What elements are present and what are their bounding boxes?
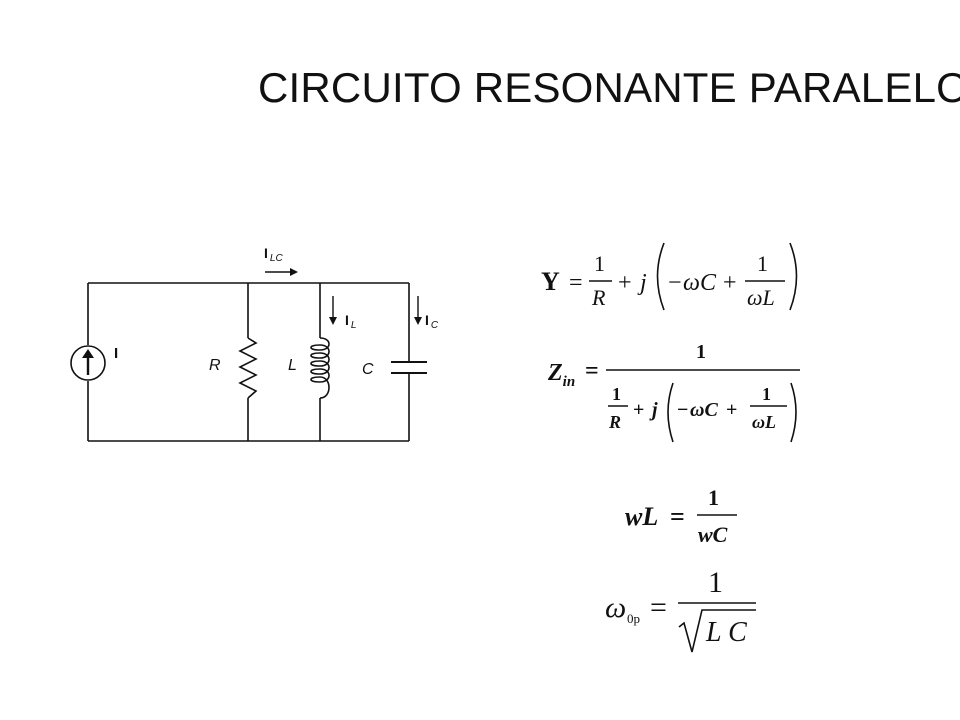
svg-text:+: +: [618, 270, 632, 296]
svg-text:1: 1: [594, 251, 605, 276]
source-label: I: [114, 345, 118, 362]
circuit-wires: [87, 282, 410, 442]
svg-text:1: 1: [612, 384, 621, 404]
svg-text:=: =: [670, 502, 685, 531]
svg-text:Y: Y: [541, 267, 560, 296]
svg-text:1: 1: [762, 384, 771, 404]
svg-text:1: 1: [708, 485, 719, 510]
current-c-arrow-icon: [414, 296, 422, 325]
svg-text:=: =: [585, 358, 599, 384]
capacitor-icon: [391, 361, 427, 374]
svg-text:L C: L C: [705, 617, 747, 648]
svg-text:+: +: [726, 399, 737, 421]
svg-text:ωC: ωC: [690, 399, 718, 421]
svg-text:ωL: ωL: [747, 285, 775, 310]
svg-text:+: +: [723, 270, 737, 296]
resistor-icon: [238, 337, 258, 399]
svg-text:−: −: [677, 399, 688, 421]
impedance-equation: Zin = 1 1 R + j − ωC + 1 ωL: [547, 341, 800, 443]
left-paren-icon: [656, 242, 665, 311]
left-paren-icon: [667, 382, 674, 443]
inductor-icon: [310, 337, 330, 399]
current-source-icon: [70, 345, 106, 381]
svg-text:+: +: [633, 399, 644, 421]
page-title: CIRCUITO RESONANTE PARALELO: [258, 64, 960, 111]
svg-text:ω: ω: [605, 591, 626, 624]
svg-text:1: 1: [708, 566, 723, 599]
svg-text:j: j: [637, 270, 647, 296]
right-paren-icon: [789, 242, 798, 311]
right-paren-icon: [790, 382, 797, 443]
capacitor-label: C: [362, 361, 374, 378]
svg-text:R: R: [608, 412, 621, 432]
admittance-equation: Y = 1 R + j − ωC + 1 ωL: [541, 242, 798, 311]
svg-text:wC: wC: [698, 522, 728, 547]
svg-text:ωC: ωC: [683, 270, 717, 296]
svg-text:−: −: [668, 270, 682, 296]
inductor-label: L: [288, 357, 297, 374]
svg-text:j: j: [649, 399, 658, 421]
current-lc-arrow-icon: [265, 268, 298, 276]
sqrt-icon: [678, 609, 756, 653]
resonance-condition: wL = 1 wC: [625, 485, 737, 547]
current-l-arrow-icon: [329, 296, 337, 325]
svg-text:=: =: [569, 270, 583, 296]
svg-text:wL: wL: [625, 502, 658, 531]
svg-text:ωL: ωL: [752, 412, 776, 432]
svg-text:Zin: Zin: [547, 360, 575, 390]
svg-text:=: =: [650, 591, 667, 624]
svg-text:0p: 0p: [627, 611, 640, 626]
svg-text:1: 1: [696, 341, 706, 363]
resonant-frequency: ω 0p = 1 L C: [605, 566, 756, 653]
svg-text:R: R: [591, 285, 606, 310]
resistor-label: R: [209, 357, 221, 374]
svg-text:1: 1: [757, 251, 768, 276]
